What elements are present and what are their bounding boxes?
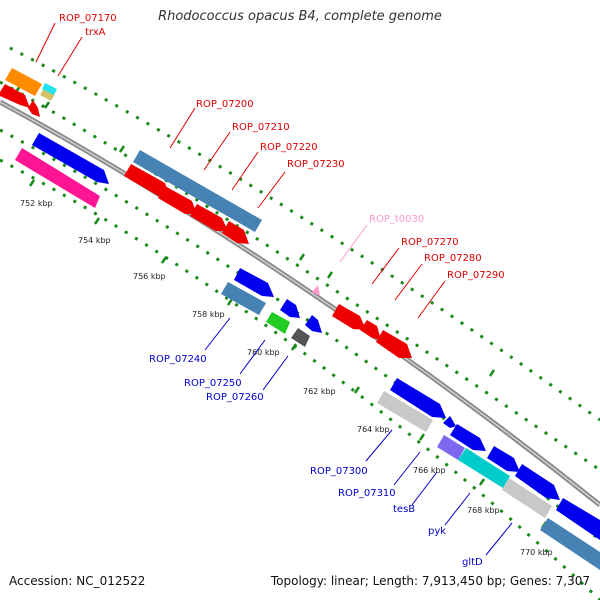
gene-label-ROP_07260: ROP_07260 xyxy=(206,392,264,403)
gene-arrow-ROP_07240-a xyxy=(234,268,274,297)
gene-label-tesB: tesB xyxy=(393,504,415,515)
gene-label-ROP_07170: ROP_07170 xyxy=(59,13,117,24)
tick-labels: 752 kbp 754 kbp 756 kbp 758 kbp 760 kbp … xyxy=(20,199,553,557)
leader-lines xyxy=(35,22,513,556)
gene-arrow-ROP_07300-a xyxy=(390,378,446,418)
dotted-guide-tracks xyxy=(0,46,600,600)
tick-label-770: 770 kbp xyxy=(520,548,553,557)
gene-arrow-pyk-a xyxy=(487,446,520,472)
gene-arrow-red-1 xyxy=(0,84,30,108)
gene-label-ROP_07240: ROP_07240 xyxy=(149,354,207,365)
gene-arrow-gltD xyxy=(502,478,552,518)
gene-arrow-ROP_07170 xyxy=(5,68,42,96)
tick-label-758: 758 kbp xyxy=(192,310,225,319)
gene-label-ROP_07310: ROP_07310 xyxy=(338,488,396,499)
gene-arrow-tesB xyxy=(437,435,465,460)
gene-arrow-ROP_07210 xyxy=(124,164,170,196)
tick-label-764: 764 kbp xyxy=(357,425,390,434)
gene-arrow-pyk xyxy=(458,448,510,488)
topology-text: Topology: linear; Length: 7,913,450 bp; … xyxy=(270,574,590,588)
accession-text: Accession: NC_012522 xyxy=(9,574,146,588)
tick-label-762: 762 kbp xyxy=(303,387,336,396)
tick-label-760: 760 kbp xyxy=(247,348,280,357)
gene-arrow-trxA-a xyxy=(40,88,55,101)
gene-labels: ROP_07170 trxA ROP_07200 ROP_07210 ROP_0… xyxy=(59,13,505,568)
gene-arrow-ROP_07310 xyxy=(443,416,456,428)
gene-label-trxA: trxA xyxy=(85,27,106,38)
gene-label-ROP_07250: ROP_07250 xyxy=(184,378,242,389)
gene-label-ROP_07270: ROP_07270 xyxy=(401,237,459,248)
gene-arrow-rev-end-1 xyxy=(556,498,600,540)
forward-genes xyxy=(0,68,412,358)
gene-arrow-ROP_07280 xyxy=(360,320,381,340)
gene-arrow-ROP_07250-a xyxy=(280,299,300,318)
gene-label-pyk: pyk xyxy=(428,526,446,537)
gene-arrow-ROP_07220 xyxy=(158,186,197,214)
gene-arrow-red-2 xyxy=(28,100,40,117)
gene-arrow-rev-2 xyxy=(15,148,100,208)
gene-arrow-tesB-a xyxy=(450,424,486,451)
gene-arrow-gltD-a xyxy=(515,464,560,500)
gene-label-ROP_07220: ROP_07220 xyxy=(260,142,318,153)
gene-arrow-ROP_07230-a xyxy=(190,204,228,231)
gene-label-ROP_t0030: ROP_t0030 xyxy=(369,214,424,225)
reverse-genes xyxy=(15,133,600,570)
gene-arrow-trxA xyxy=(42,83,57,95)
tick-label-768: 768 kbp xyxy=(467,506,500,515)
gene-arrow-ROP_07260-a xyxy=(305,315,322,333)
gene-label-ROP_07290: ROP_07290 xyxy=(447,270,505,281)
gene-arrow-ROP_07250 xyxy=(266,312,290,334)
gene-arrow-ROP_07270 xyxy=(332,304,366,330)
gene-arrow-ROP_07260 xyxy=(291,328,310,347)
gene-arrow-rev-end-2 xyxy=(540,518,600,570)
tick-label-752: 752 kbp xyxy=(20,199,53,208)
gene-label-gltD: gltD xyxy=(462,557,483,568)
gene-label-ROP_07200: ROP_07200 xyxy=(196,99,254,110)
gene-label-ROP_07210: ROP_07210 xyxy=(232,122,290,133)
gene-arrow-rev-1 xyxy=(32,133,109,184)
gene-label-ROP_07280: ROP_07280 xyxy=(424,253,482,264)
gene-arrow-ROP_07290 xyxy=(376,330,412,358)
gene-label-ROP_07300: ROP_07300 xyxy=(310,466,368,477)
gene-arrow-ROP_07240 xyxy=(221,282,266,315)
gene-arrow-ROP_07230 xyxy=(222,221,249,244)
gene-arrow-ROP_t0030 xyxy=(312,285,320,296)
gene-label-ROP_07230: ROP_07230 xyxy=(287,159,345,170)
tick-label-766: 766 kbp xyxy=(413,466,446,475)
tick-label-754: 754 kbp xyxy=(78,236,111,245)
gene-arrow-ROP_07300 xyxy=(377,391,433,432)
tick-label-756: 756 kbp xyxy=(133,272,166,281)
gene-arrow-ROP_07200 xyxy=(133,150,262,232)
map-title: Rhodococcus opacus B4, complete genome xyxy=(158,9,442,24)
